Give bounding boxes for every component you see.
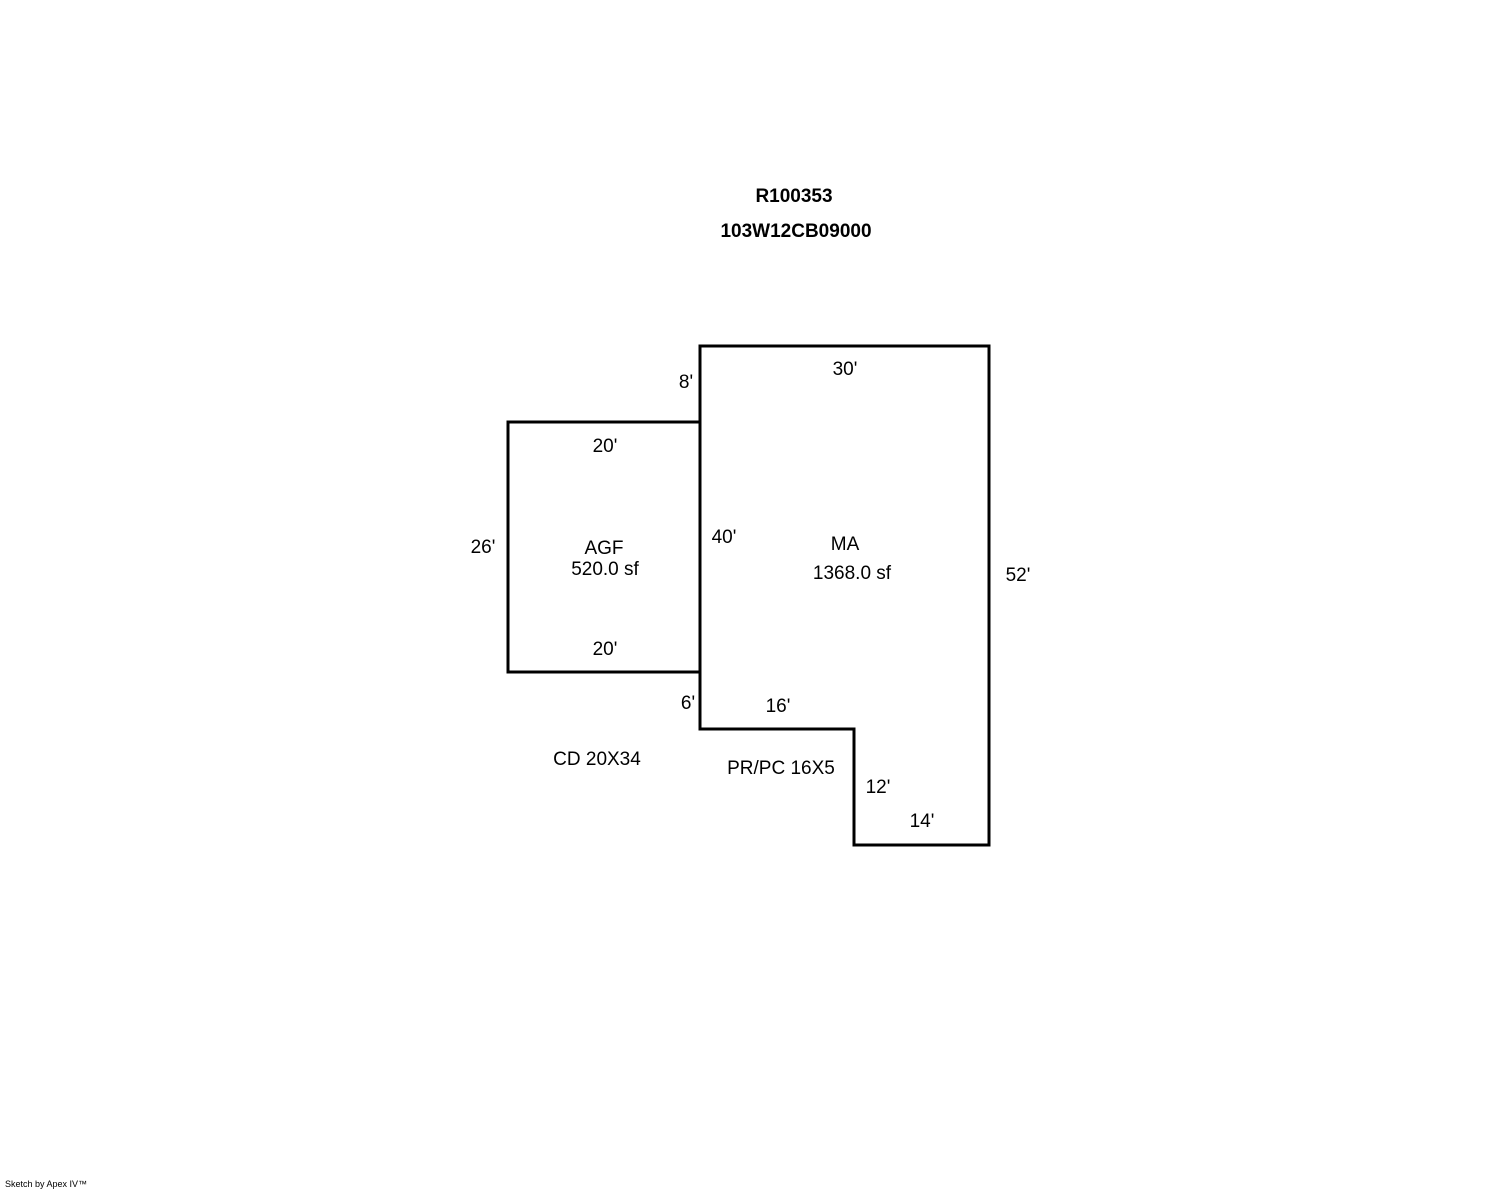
garage-outline <box>506 420 702 674</box>
footer-credit: Sketch by Apex IV™ <box>5 1179 87 1189</box>
dim-main-left-upper: 8' <box>679 372 693 393</box>
porch-annotation: PR/PC 16X5 <box>727 758 835 779</box>
dim-notch-top: 16' <box>766 696 791 717</box>
map-tax-lot: 103W12CB09000 <box>720 221 871 242</box>
dim-main-right: 52' <box>1006 565 1031 586</box>
account-id: R100353 <box>755 186 832 207</box>
main-area-outline <box>698 344 991 847</box>
dim-main-left-lower: 6' <box>681 693 695 714</box>
dim-garage-top: 20' <box>593 436 618 457</box>
garage-code: AGF <box>584 538 623 559</box>
main-area: 1368.0 sf <box>813 563 892 584</box>
dim-main-top: 30' <box>833 359 858 380</box>
dim-garage-left: 26' <box>471 537 496 558</box>
garage-area: 520.0 sf <box>571 559 639 580</box>
main-code: MA <box>831 534 860 555</box>
dim-main-bottom: 14' <box>910 811 935 832</box>
dim-garage-bottom: 20' <box>593 639 618 660</box>
dim-notch-side: 12' <box>866 777 891 798</box>
dim-shared-wall: 40' <box>712 527 737 548</box>
deck-annotation: CD 20X34 <box>553 749 641 770</box>
